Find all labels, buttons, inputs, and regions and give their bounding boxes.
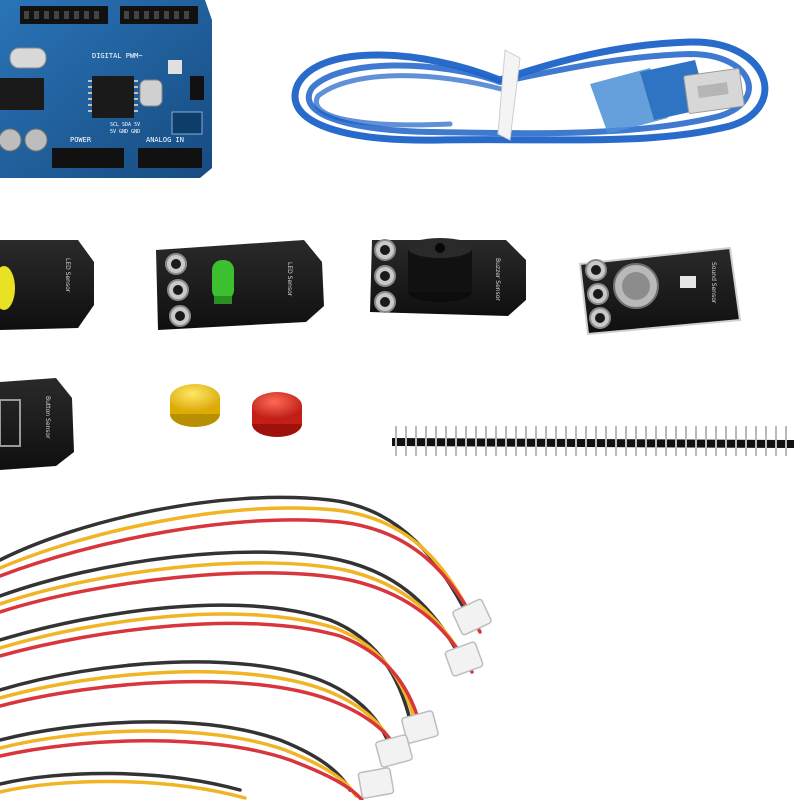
led-yellow-label: LED Sensor: [64, 258, 71, 293]
connector-3: [401, 710, 439, 744]
button-label: Button Sensor: [44, 396, 51, 439]
board-label-pins: 5V GND GND: [110, 129, 140, 135]
connector-5: [357, 767, 395, 799]
resonator: [139, 79, 163, 107]
pin-header-strip: [392, 426, 794, 456]
led-module-green: LED Sensor: [156, 240, 324, 330]
wire-connectors: [357, 598, 492, 799]
mcu-chip: [92, 76, 134, 118]
crystal: [9, 47, 47, 69]
usb-a-plug: [683, 68, 745, 114]
buzzer-module: Buzzer Sensor: [370, 238, 526, 316]
sound-label: Sound Sensor: [710, 262, 717, 304]
header-strip-power: [52, 148, 124, 168]
board-label-power: POWER: [70, 136, 92, 144]
connector-4: [375, 734, 413, 768]
capacitor-2: [24, 128, 48, 152]
button-module: Button Sensor: [0, 378, 74, 470]
led-module-yellow: LED Sensor: [0, 240, 94, 330]
capacitor-1: [0, 128, 22, 152]
yellow-button-cap: [170, 384, 220, 427]
jumper-wires: [0, 495, 482, 800]
connector-2: [444, 641, 484, 677]
sound-module: Sound Sensor: [578, 246, 742, 336]
usb-cable: [291, 38, 769, 144]
usb-chip: [0, 78, 44, 110]
board-label-i2c: SCL SDA 5V: [110, 122, 140, 128]
connector-1: [452, 598, 492, 636]
buzzer-label: Buzzer Sensor: [494, 258, 501, 301]
red-button-cap: [252, 392, 302, 437]
cable-tie: [497, 49, 521, 141]
yellow-led: [0, 266, 15, 310]
led-green-label: LED Sensor: [286, 262, 293, 297]
board-label-analog: ANALOG IN: [146, 136, 184, 144]
uno-board: DIGITAL PWM~ POWER ANALOG IN 5V GND GND …: [0, 0, 212, 178]
board-label-pwm: DIGITAL PWM~: [92, 52, 143, 60]
header-strip-analog: [138, 148, 202, 168]
green-led: [212, 260, 234, 300]
